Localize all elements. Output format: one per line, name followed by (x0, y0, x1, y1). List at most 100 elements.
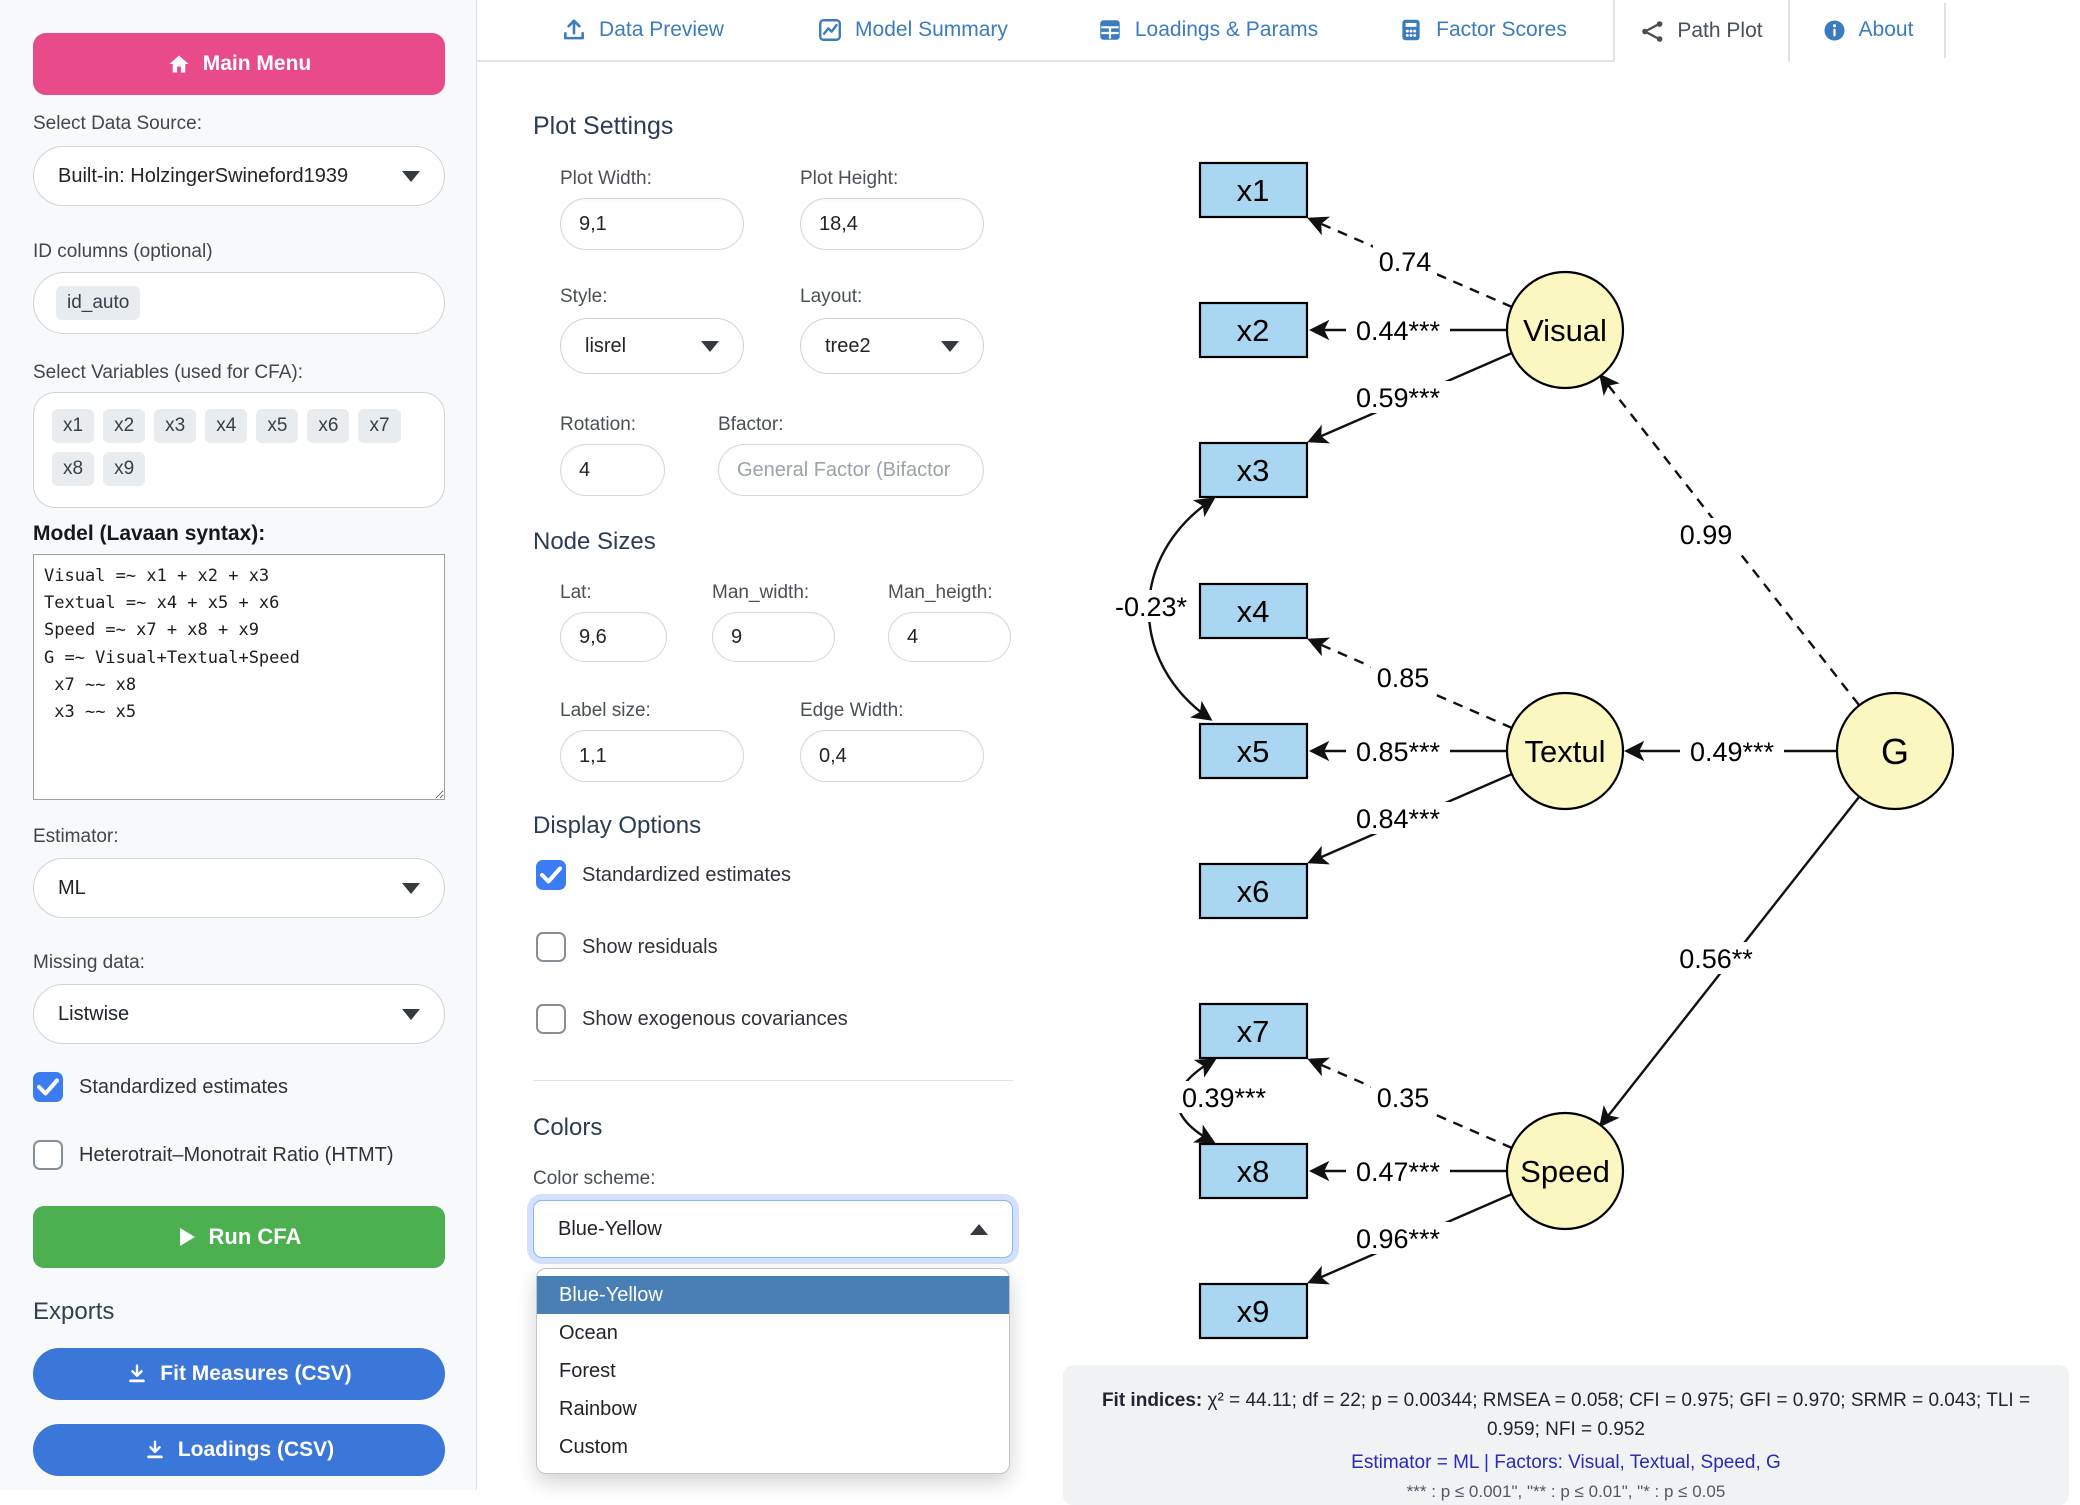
edge-width-label: Edge Width: (800, 700, 904, 721)
option-ocean[interactable]: Ocean (559, 1321, 618, 1344)
edge-label: 0.99 (1680, 520, 1733, 550)
sidebar: Main Menu Select Data Source: Built-in: … (0, 0, 477, 1490)
node-label: x9 (1237, 1294, 1270, 1329)
option-rainbow[interactable]: Rainbow (559, 1397, 637, 1420)
checkbox-unchecked-icon[interactable] (33, 1140, 63, 1170)
label-size-label: Label size: (560, 700, 651, 721)
missing-data-select[interactable]: Listwise (33, 984, 445, 1044)
node-x6 (1198, 862, 1309, 920)
tab-loadings-params[interactable]: Loadings & Params (1080, 0, 1335, 60)
checkbox-unchecked-icon[interactable] (536, 932, 566, 962)
id-columns-label: ID columns (optional) (33, 241, 213, 262)
variables-field[interactable]: x1 x2 x3 x4 x5 x6 x7 x8 x9 (33, 392, 445, 508)
standardized-option-row[interactable]: Standardized estimates (536, 860, 791, 890)
color-scheme-select[interactable]: Blue-Yellow (533, 1200, 1013, 1258)
upload-icon (564, 19, 585, 40)
export-loadings-label: Loadings (CSV) (177, 1438, 335, 1461)
lat-input[interactable] (560, 612, 667, 662)
variable-chip[interactable]: x3 (154, 409, 197, 443)
node-label: Textul (1525, 734, 1606, 769)
edge-label: -0.23* (1115, 592, 1188, 622)
show-exogenous-row[interactable]: Show exogenous covariances (536, 1004, 848, 1034)
man-height-input[interactable] (888, 612, 1011, 662)
chevron-down-icon (701, 340, 719, 352)
node-x2 (1198, 301, 1309, 359)
bfactor-input[interactable] (718, 444, 984, 496)
estimator-value: ML (58, 876, 86, 899)
variable-chip[interactable]: x1 (52, 409, 95, 443)
node-x7 (1198, 1002, 1309, 1060)
htmt-checkbox-row[interactable]: Heterotrait–Monotrait Ratio (HTMT) (33, 1140, 394, 1170)
id-columns-field[interactable]: id_auto (33, 272, 445, 334)
tab-data-preview[interactable]: Data Preview (535, 0, 750, 60)
edge-label: 0.56** (1679, 944, 1753, 974)
table-icon (1100, 20, 1120, 40)
edge-label: 0.96*** (1356, 1224, 1441, 1254)
option-forest[interactable]: Forest (559, 1359, 616, 1382)
edge-width-input[interactable] (800, 730, 984, 782)
variable-chip[interactable]: x6 (307, 409, 350, 443)
option-blue-yellow[interactable]: Blue-Yellow (537, 1276, 1009, 1314)
tab-model-summary[interactable]: Model Summary (800, 0, 1025, 60)
plot-width-input[interactable] (560, 198, 744, 250)
variable-chip[interactable]: x8 (52, 452, 95, 486)
chevron-down-icon (402, 882, 420, 894)
edge-label: 0.39*** (1182, 1083, 1267, 1113)
label-size-input[interactable] (560, 730, 744, 782)
exports-heading: Exports (33, 1298, 115, 1325)
tab-factor-scores[interactable]: Factor Scores (1385, 0, 1580, 60)
variable-chip[interactable]: x9 (103, 452, 146, 486)
variable-chip[interactable]: x7 (358, 409, 401, 443)
layout-value: tree2 (825, 334, 871, 357)
htmt-label: Heterotrait–Monotrait Ratio (HTMT) (79, 1143, 394, 1166)
chevron-down-icon (941, 340, 959, 352)
model-syntax-label: Model (Lavaan syntax): (33, 522, 266, 545)
tabbar-underline (477, 60, 1613, 62)
data-source-select[interactable]: Built-in: HolzingerSwineford1939 (33, 146, 445, 206)
node-x4 (1198, 582, 1309, 640)
run-cfa-label: Run CFA (208, 1224, 302, 1249)
export-loadings-button[interactable]: Loadings (CSV) (33, 1424, 445, 1476)
display-options-heading: Display Options (533, 812, 702, 839)
standardized-estimates-checkbox-row[interactable]: Standardized estimates (33, 1072, 288, 1102)
checkbox-unchecked-icon[interactable] (536, 1004, 566, 1034)
show-residuals-row[interactable]: Show residuals (536, 932, 718, 962)
export-fit-measures-label: Fit Measures (CSV) (160, 1362, 352, 1385)
man-width-input[interactable] (712, 612, 835, 662)
plot-height-input[interactable] (800, 198, 984, 250)
node-x3 (1198, 441, 1309, 499)
checkbox-checked-icon[interactable] (33, 1072, 63, 1102)
node-label: Speed (1520, 1154, 1610, 1189)
model-syntax-textarea[interactable]: Visual =~ x1 + x2 + x3 Textual =~ x4 + x… (33, 554, 445, 800)
variable-chip[interactable]: x5 (256, 409, 299, 443)
layout-select[interactable]: tree2 (800, 318, 984, 374)
run-cfa-button[interactable]: Run CFA (33, 1206, 445, 1268)
chevron-down-icon (402, 1008, 420, 1020)
main-menu-button[interactable]: Main Menu (33, 33, 445, 95)
fit-significance-legend: *** : p ≤ 0.001", "** : p ≤ 0.01", "* : … (1406, 1482, 1726, 1501)
tab-about[interactable]: About (1790, 0, 1945, 60)
export-fit-measures-button[interactable]: Fit Measures (CSV) (33, 1348, 445, 1400)
play-icon (179, 1228, 195, 1246)
node-g (1835, 691, 1955, 811)
node-label: x4 (1237, 594, 1270, 629)
variable-chip[interactable]: x2 (103, 409, 146, 443)
node-label: Visual (1523, 313, 1607, 348)
variable-chip[interactable]: x4 (205, 409, 248, 443)
rotation-label: Rotation: (560, 414, 637, 435)
tab-path-plot[interactable]: Path Plot (1613, 0, 1790, 62)
checkbox-checked-icon[interactable] (536, 860, 566, 890)
id-column-tag[interactable]: id_auto (56, 286, 141, 320)
node-label: x5 (1237, 734, 1270, 769)
estimator-select[interactable]: ML (33, 858, 445, 918)
edge-label: 0.49*** (1690, 737, 1775, 767)
calculator-icon (1402, 19, 1420, 41)
node-speed (1505, 1111, 1625, 1231)
bfactor-label: Bfactor: (718, 414, 784, 435)
option-custom[interactable]: Custom (559, 1435, 628, 1458)
variables-label: Select Variables (used for CFA): (33, 362, 303, 383)
node-visual (1505, 270, 1625, 390)
style-select[interactable]: lisrel (560, 318, 744, 374)
layout-label: Layout: (800, 286, 863, 307)
rotation-input[interactable] (560, 444, 665, 496)
